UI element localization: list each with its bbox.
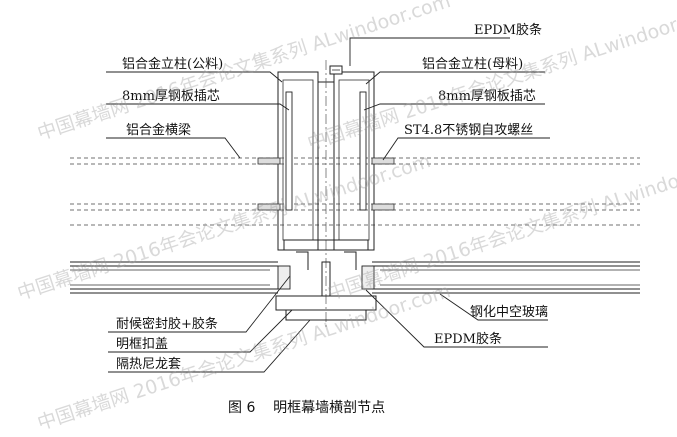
watermark-layer: 中国幕墙网 2016年会论文集系列 ALwindoor.com 中国幕墙网 20… (15, 0, 677, 435)
insulated-glass-right (372, 261, 640, 294)
label-sealant: 耐候密封胶+胶条 (116, 316, 218, 332)
leader-lines (106, 37, 550, 373)
label-nylon-sleeve: 隔热尼龙套 (116, 356, 181, 372)
epdm-gasket-top (329, 65, 343, 75)
pressure-plate-assembly (275, 239, 377, 321)
label-steel-core-right: 8mm厚钢板插芯 (438, 89, 536, 104)
steel-core-right (359, 91, 367, 211)
sealant-gaskets (277, 265, 375, 290)
mullion-female (326, 71, 375, 251)
steel-core-left (285, 91, 293, 211)
label-epdm-top: EPDM胶条 (474, 22, 542, 38)
mullion-male (277, 71, 326, 251)
label-transom: 铝合金横梁 (126, 122, 191, 138)
insulated-glass-left (70, 261, 278, 294)
label-cover-cap: 明框扣盖 (116, 337, 168, 352)
label-mullion-female: 铝合金立柱(母料) (422, 56, 523, 72)
label-mullion-male: 铝合金立柱(公料) (122, 56, 223, 72)
label-steel-core-left: 8mm厚钢板插芯 (122, 89, 220, 104)
transom-beam (70, 157, 640, 226)
screws-left (257, 157, 281, 211)
figure-caption: 图 6 明框幕墙横剖节点 (228, 400, 385, 416)
label-epdm-bottom: EPDM胶条 (434, 331, 502, 347)
screws-right (371, 157, 395, 211)
label-glass: 钢化中空玻璃 (470, 305, 548, 320)
label-screw: ST4.8不锈钢自攻螺丝 (404, 123, 533, 138)
